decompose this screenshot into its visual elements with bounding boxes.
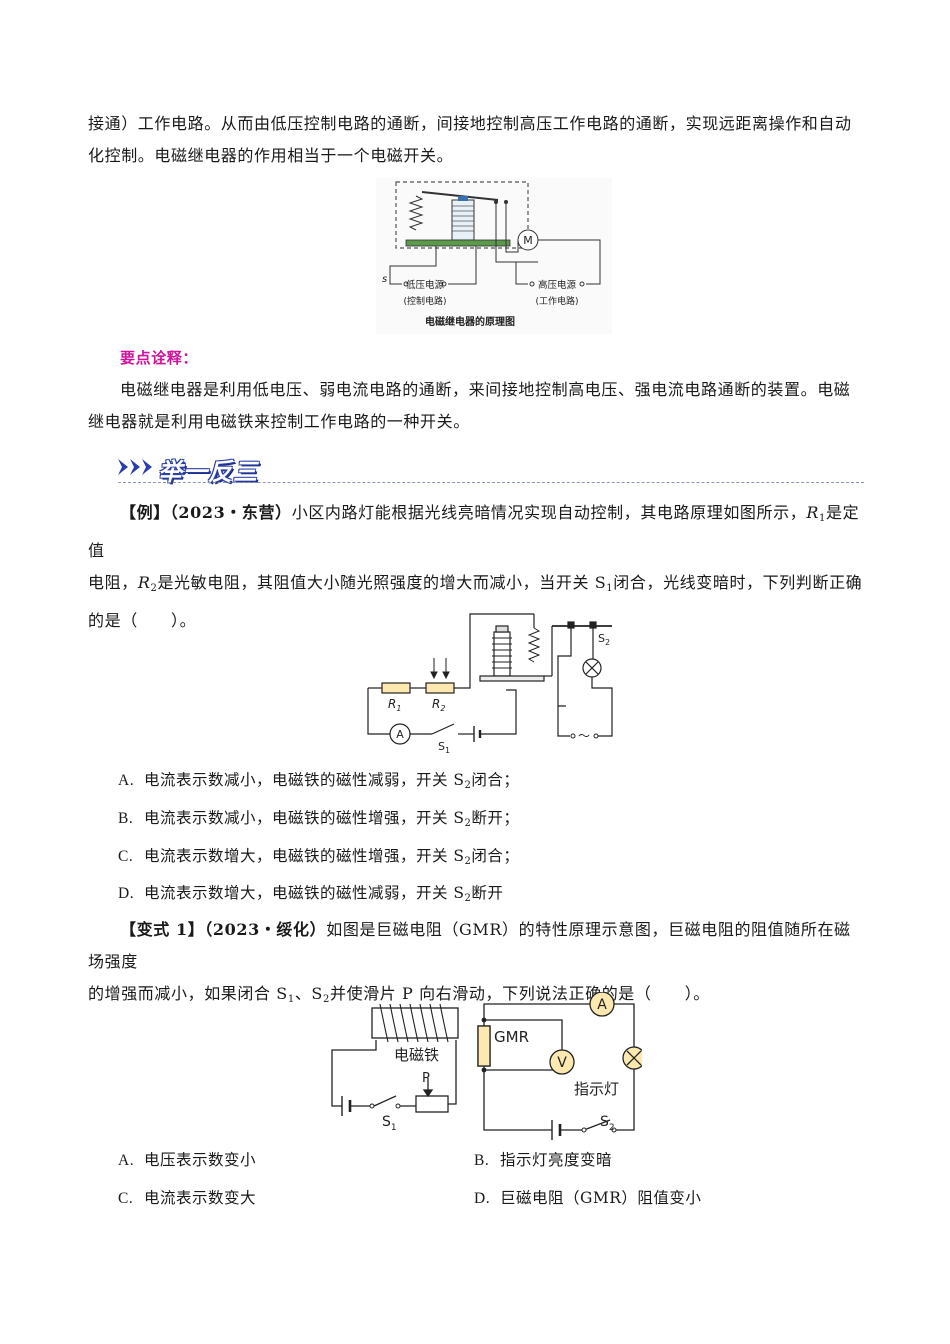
relay-enclosure: [395, 181, 529, 249]
r1-label: R1: [388, 697, 401, 713]
indicator-lamp-icon: [622, 1046, 642, 1070]
example-option-d[interactable]: D. 电流表示数增大，电磁铁的磁性减弱，开关 S2断开: [118, 881, 503, 911]
relay-caption: 电磁继电器的原理图: [425, 315, 515, 328]
high-source-label: 高压电源: [538, 279, 577, 291]
option-tail: 断开: [471, 884, 504, 902]
option-text: 电流表示数变大: [144, 1189, 257, 1207]
variant1-option-d[interactable]: D. 巨磁电阻（GMR）阻值变小: [474, 1186, 701, 1211]
slider-p-label: P: [422, 1071, 430, 1086]
low-source-label: 低压电源: [406, 279, 445, 291]
electromagnet-label: 电磁铁: [394, 1046, 439, 1064]
gmr-s2-label: S2: [600, 1114, 615, 1133]
option-sub: 2: [464, 893, 472, 904]
example-option-c[interactable]: C. 电流表示数增大，电磁铁的磁性增强，开关 S2闭合；: [118, 844, 519, 874]
option-text: 电流表示数增大，电磁铁的磁性减弱，开关 S: [144, 884, 465, 902]
example-text-1: 小区内路灯能根据光线亮暗情况实现自动控制，其电路原理如图所示，: [291, 503, 807, 522]
key-points-section: 要点诠释： 电磁继电器是利用低电压、弱电流电路的通断，来间接地控制高电压、强电流…: [88, 342, 864, 438]
example-line-2c: 闭合，光线变暗时，下列判断正确: [613, 573, 863, 592]
option-letter: B.: [118, 810, 134, 827]
key-points-line-2: 继电器就是利用电磁铁来控制工作电路的一种开关。: [88, 412, 470, 431]
s2-label: S2: [598, 632, 610, 647]
low-source-sub: (控制电路): [403, 295, 446, 307]
example-r2: R: [137, 573, 151, 592]
option-letter: C.: [118, 1190, 134, 1207]
spring: [408, 195, 424, 231]
option-letter: C.: [118, 848, 134, 865]
option-tail: 闭合；: [471, 771, 520, 789]
variant1-tag: 【变式 1】（2023・绥化）: [120, 920, 327, 939]
ammeter-label: A: [396, 728, 404, 741]
option-text: 指示灯亮度变暗: [500, 1151, 613, 1169]
option-letter: D.: [474, 1190, 491, 1207]
variant1-line-2b: 、S: [294, 984, 323, 1003]
key-points-line-1: 电磁继电器是利用低电压、弱电流电路的通断，来间接地控制高电压、强电流电路通断的装…: [120, 380, 851, 399]
switch-label: s: [382, 274, 387, 285]
variant1-s2-sub: 2: [323, 994, 330, 1005]
option-sub: 2: [464, 780, 472, 791]
s1-label: S1: [438, 740, 450, 754]
example-tag: 【例】（2023・东营）: [120, 503, 292, 522]
example-r2-sub: 2: [150, 583, 158, 594]
option-sub: 2: [464, 818, 472, 829]
option-tail: 断开；: [471, 809, 520, 827]
example-line-2b: 是光敏电阻，其阻值大小随光照强度的增大而减小，当开关 S: [157, 573, 607, 592]
r2-label: R2: [432, 697, 445, 713]
variant1-question: 【变式 1】（2023・绥化）如图是巨磁电阻（GMR）的特性原理示意图，巨磁电阻…: [88, 914, 864, 1016]
option-letter: B.: [474, 1152, 490, 1169]
option-sub: 2: [464, 856, 472, 867]
indicator-label: 指示灯: [574, 1080, 619, 1098]
banner-divider: [118, 482, 864, 483]
variant1-option-a[interactable]: A. 电压表示数变小: [118, 1148, 256, 1173]
variant1-option-c[interactable]: C. 电流表示数变大: [118, 1186, 256, 1211]
variant1-option-b[interactable]: B. 指示灯亮度变暗: [474, 1148, 612, 1173]
option-text: 巨磁电阻（GMR）阻值变小: [500, 1189, 702, 1207]
relay-principle-figure: M s 低压电源 (控制电路) 高压电源 (工作电路) 电磁继电器的原理图: [376, 178, 612, 334]
variant1-text-1: 如图是巨磁电阻（GMR）的特性原理示意图，巨磁电阻的阻值随所在磁场强度: [88, 920, 851, 971]
intro-paragraph: 接通）工作电路。从而由低压控制电路的通断，间接地控制高压工作电路的通断，实现远距…: [88, 108, 864, 172]
example-line-2a: 电阻，: [88, 573, 138, 592]
option-tail: 闭合；: [471, 847, 520, 865]
motor-label: M: [523, 234, 533, 247]
gmr-circuit-figure: A V GMR 电磁铁 指示灯 P S1 S2: [331, 992, 642, 1140]
ac-source-label: ～: [578, 729, 590, 743]
option-text: 电流表示数减小，电磁铁的磁性增强，开关 S: [144, 809, 465, 827]
intro-line-2: 化控制。电磁继电器的作用相当于一个电磁开关。: [88, 146, 454, 165]
gmr-voltmeter-label: V: [557, 1055, 567, 1071]
gmr-resistor: [477, 1025, 491, 1067]
example-question: 【例】（2023・东营）小区内路灯能根据光线亮暗情况实现自动控制，其电路原理如图…: [88, 497, 864, 637]
banner-arrows-icon: [118, 459, 152, 475]
option-letter: D.: [118, 885, 135, 902]
option-letter: A.: [118, 772, 135, 789]
example-option-b[interactable]: B. 电流表示数减小，电磁铁的磁性增强，开关 S2断开；: [118, 806, 519, 836]
option-letter: A.: [118, 1152, 135, 1169]
example-text-2: 是定值: [88, 503, 860, 560]
relay-base: [405, 239, 511, 247]
variant1-s1-sub: 1: [287, 994, 295, 1005]
example-option-a[interactable]: A. 电流表示数减小，电磁铁的磁性减弱，开关 S2闭合；: [118, 768, 519, 798]
option-text: 电压表示数变小: [144, 1151, 257, 1169]
intro-line-1: 接通）工作电路。从而由低压控制电路的通断，间接地控制高压工作电路的通断，实现远距…: [88, 114, 852, 133]
high-source-sub: (工作电路): [535, 295, 578, 307]
streetlight-circuit-figure: A R1 R2 S1 S2 ～: [367, 613, 613, 754]
option-text: 电流表示数增大，电磁铁的磁性增强，开关 S: [144, 847, 465, 865]
example-r1-sub: 1: [819, 513, 826, 524]
banner-title: 举一反三: [158, 458, 258, 486]
example-line-3: 的是（ ）。: [88, 611, 197, 630]
option-text: 电流表示数减小，电磁铁的磁性减弱，开关 S: [144, 771, 465, 789]
gmr-ammeter-label: A: [597, 997, 607, 1013]
banner: 举一反三: [118, 450, 864, 486]
example-s1-sub: 1: [606, 583, 614, 594]
variant1-line-2a: 的增强而减小，如果闭合 S: [88, 984, 288, 1003]
gmr-s1-label: S1: [382, 1114, 397, 1133]
variant1-line-2c: 并使滑片 P 向右滑动，下列说法正确的是（ ）。: [329, 984, 710, 1003]
key-points-label: 要点诠释：: [120, 349, 199, 367]
example-r1: R: [806, 503, 819, 522]
gmr-label: GMR: [494, 1028, 529, 1046]
